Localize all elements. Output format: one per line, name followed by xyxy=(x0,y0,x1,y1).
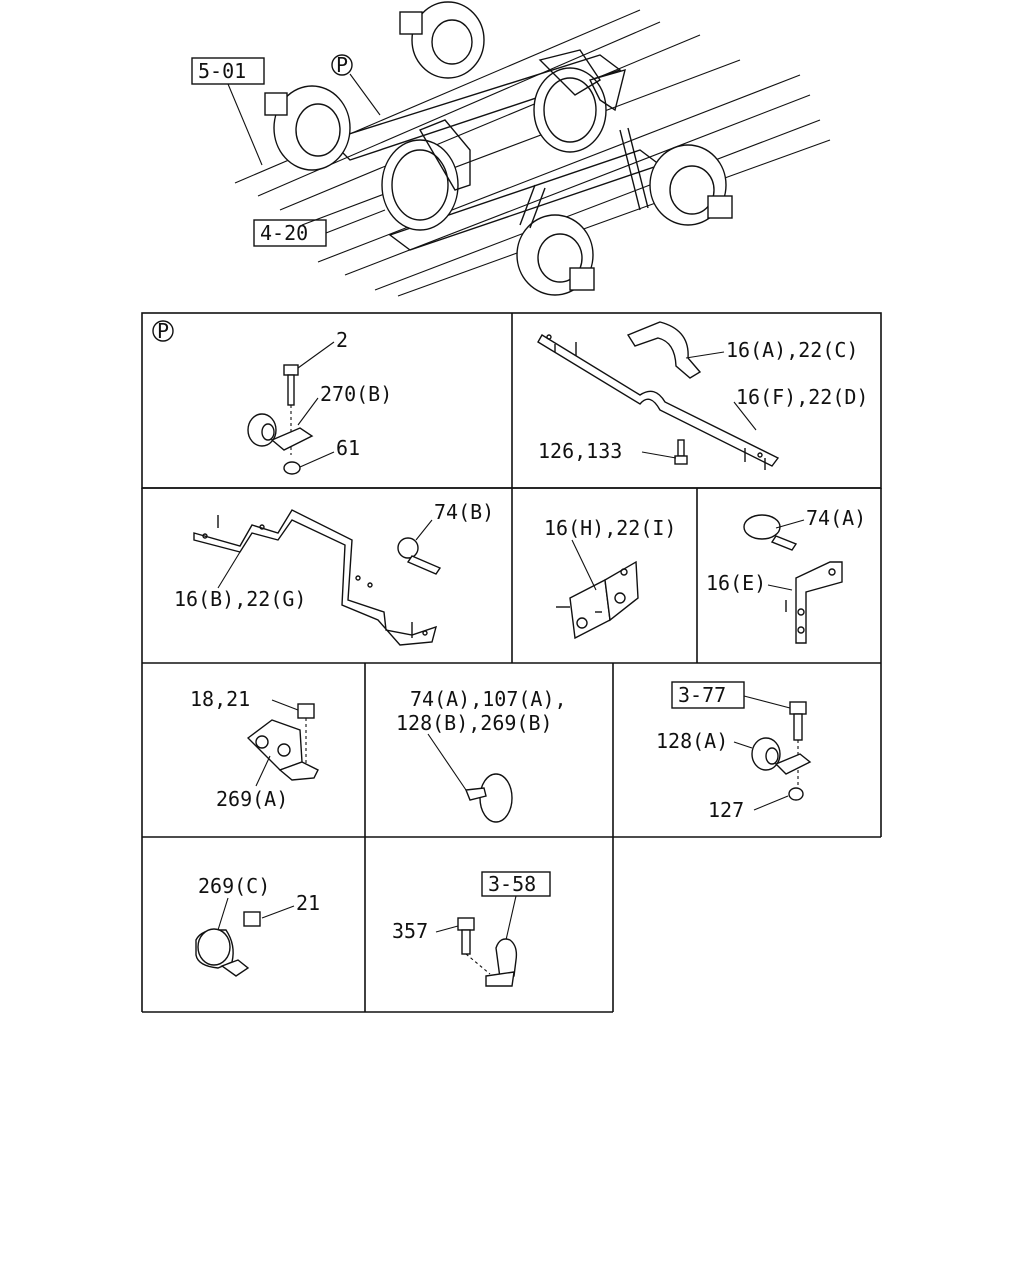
label: 16(B),22(G) xyxy=(174,587,306,611)
label: 269(A) xyxy=(216,787,288,811)
bolt-icon xyxy=(283,364,299,406)
clamp-icon xyxy=(397,537,442,575)
ref-box-3-77 xyxy=(671,681,745,709)
angle-bracket-icon xyxy=(785,561,843,644)
cell-bracket-b: 74(B) 16(B),22(G) xyxy=(174,500,494,646)
ref-label-3-77: 3-77 xyxy=(678,683,726,707)
label: 127 xyxy=(708,798,744,822)
label: 126,133 xyxy=(538,439,622,463)
cushion-clip-icon xyxy=(195,928,250,977)
label: 128(A) xyxy=(656,729,728,753)
ref-label-5-01: 5-01 xyxy=(198,59,246,83)
cushion-clip-icon xyxy=(751,737,812,775)
wheel-icon xyxy=(516,214,595,296)
cell-clip-128a: 3-77 128(A) 127 xyxy=(656,681,812,822)
axle-overview: P 5-01 4-20 xyxy=(191,1,831,297)
cushion-clip-icon xyxy=(485,938,518,987)
label: 61 xyxy=(336,436,360,460)
nut-icon xyxy=(788,787,804,801)
nut-icon xyxy=(297,703,315,719)
cell-clip-357: 3-58 357 xyxy=(392,871,551,987)
ref-label-4-20: 4-20 xyxy=(260,221,308,245)
cell-clamp-74a: 74(A),107(A), 128(B),269(B) xyxy=(396,687,567,823)
cell-clip-269c: 269(C) 21 xyxy=(195,874,320,977)
cell-clip-269a: 18,21 269(A) xyxy=(190,687,319,811)
label: 16(A),22(C) xyxy=(726,338,858,362)
nut-icon xyxy=(283,461,301,475)
label: 16(H),22(I) xyxy=(544,516,676,540)
detail-marker-p xyxy=(331,54,353,76)
cushion-clip-icon xyxy=(247,413,314,451)
wheel-icon xyxy=(264,85,351,171)
bolt-icon xyxy=(457,917,475,955)
bolt-icon xyxy=(789,701,807,741)
label: 74(A),107(A), xyxy=(410,687,567,711)
step-bracket-icon xyxy=(193,509,438,646)
ref-label-3-58: 3-58 xyxy=(488,872,536,896)
cell-bracket-a: 16(A),22(C) 16(F),22(D) 126,133 xyxy=(537,321,868,470)
wheel-icon xyxy=(399,1,485,79)
label: 357 xyxy=(392,919,428,943)
label: 74(A) xyxy=(806,506,866,530)
plate-bracket-icon xyxy=(556,560,639,640)
label: 21 xyxy=(296,891,320,915)
label: 16(E) xyxy=(706,571,766,595)
cell-p-detail: P 2 270(B) 61 xyxy=(152,319,392,475)
cell-marker: P xyxy=(157,319,169,343)
bolt-icon xyxy=(674,439,688,465)
cushion-clip-icon xyxy=(246,719,319,781)
cell-bracket-h: 16(H),22(I) xyxy=(544,516,676,640)
detail-marker-p xyxy=(152,320,174,342)
cell-bracket-e: 74(A) 16(E) xyxy=(706,506,866,644)
differential-icon xyxy=(533,67,607,153)
differential-icon xyxy=(381,139,459,231)
label: 2 xyxy=(336,328,348,352)
label: 128(B),269(B) xyxy=(396,711,553,735)
nut-icon xyxy=(243,911,261,927)
label: 18,21 xyxy=(190,687,250,711)
label: 74(B) xyxy=(434,500,494,524)
wheel-icon xyxy=(649,144,733,226)
long-bracket-icon xyxy=(537,321,780,470)
detail-grid xyxy=(141,312,882,1013)
band-clamp-icon xyxy=(465,773,513,823)
detail-marker-label: P xyxy=(336,53,348,77)
label: 269(C) xyxy=(198,874,270,898)
label: 16(F),22(D) xyxy=(736,385,868,409)
clamp-icon xyxy=(743,514,798,551)
label: 270(B) xyxy=(320,382,392,406)
